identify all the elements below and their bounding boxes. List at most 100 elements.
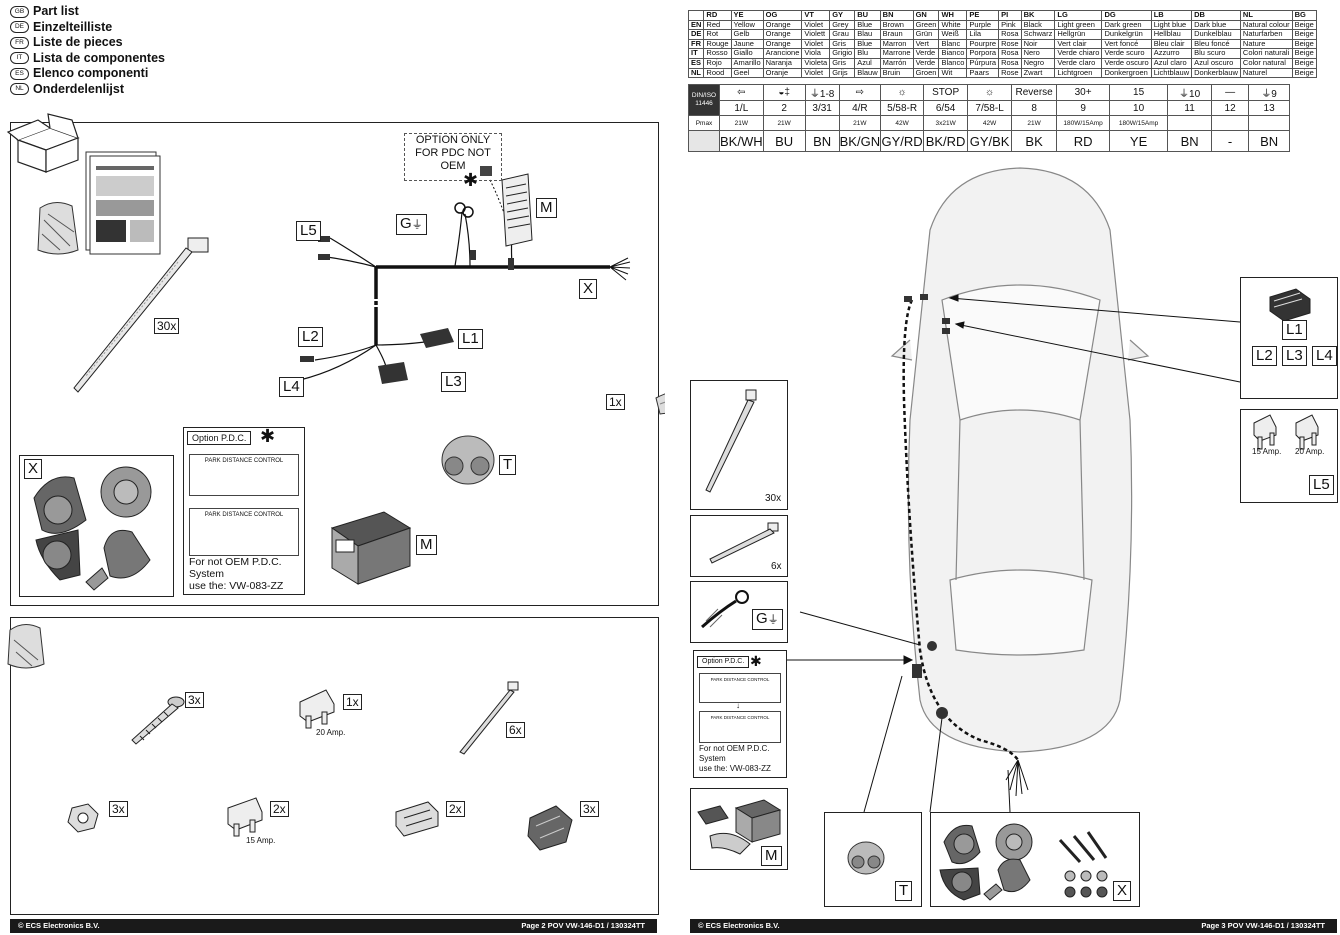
color-cell: Lichtblauw <box>1150 67 1193 79</box>
pin-color-code: BN <box>1248 130 1291 152</box>
pdc-note-line: use the: VW-083-ZZ <box>189 580 284 592</box>
socket-box <box>930 812 1140 907</box>
cover-drawing <box>847 841 885 875</box>
pin-color-code: BK/RD <box>923 130 969 152</box>
footer-left: © ECS Electronics B.V. Page 2 POV VW-146… <box>10 919 657 933</box>
label-l1: L1 <box>458 329 483 349</box>
pdc-asterisk: ✱ <box>260 426 276 446</box>
cable-tie-icon <box>73 237 209 393</box>
color-cell: Geel <box>730 67 764 79</box>
manual-icon <box>85 151 161 255</box>
label-l2: L2 <box>298 327 323 347</box>
color-lang-cell: NL <box>687 67 705 79</box>
qty-foil-holder: 1x <box>606 394 625 410</box>
pin-color-code: GY/RD <box>880 130 925 152</box>
label-l5: L5 <box>1309 475 1334 495</box>
option-note-text: OPTION ONLY FOR PDC NOT OEM <box>415 134 491 172</box>
color-cell: Bruin <box>879 67 914 79</box>
lamp-connector-l1 <box>420 328 454 348</box>
car-diagram <box>786 167 1241 813</box>
color-cell: Blauw <box>854 67 881 79</box>
ground-cable-box <box>690 581 788 643</box>
lang-badge: ES <box>10 67 29 80</box>
pin-color-code: BN <box>804 130 840 152</box>
fuse-box <box>1240 409 1338 503</box>
pdc-panel-caption: PARK DISTANCE CONTROL <box>710 677 770 682</box>
label-m: M <box>761 846 782 866</box>
fuse-drawing <box>1253 414 1319 450</box>
label-t: T <box>499 455 517 475</box>
pin-color-code: BK/WH <box>719 130 764 152</box>
wiring-route <box>902 299 1020 761</box>
footer-page-ref: Page 2 POV VW-146-D1 / 130324TT <box>521 921 645 930</box>
pdc-arrow: ↓ <box>736 701 740 710</box>
rear-lamp-connectors <box>904 294 950 334</box>
label-l5: L5 <box>296 221 321 241</box>
connector-block-m <box>480 166 533 247</box>
asterisk-mark: ✱ <box>463 170 479 190</box>
socket-cover-t <box>441 435 495 485</box>
pin-color-code: YE <box>1109 130 1169 152</box>
title-text: Liste de pieces <box>33 35 123 49</box>
label-l2: L2 <box>1252 346 1277 366</box>
hardware-frame <box>10 617 659 915</box>
footer-copyright: © ECS Electronics B.V. <box>698 921 780 930</box>
label-l3: L3 <box>441 372 466 392</box>
pin-color-code: GY/BK <box>967 130 1013 152</box>
pdc-note: For not OEM P.D.C. System use the: VW-08… <box>189 556 283 592</box>
option-note: OPTION ONLY FOR PDC NOT OEM ✱ <box>404 133 502 189</box>
pdc-note-line: System <box>699 754 726 763</box>
pdc-panel-caption: PARK DISTANCE CONTROL <box>204 512 284 518</box>
qty-screws: 3x <box>185 692 204 708</box>
small-ties-box <box>690 515 788 577</box>
hardware-bag-icon <box>7 624 45 669</box>
label-m-module: M <box>416 535 437 555</box>
color-cell: Oranje <box>762 67 803 79</box>
label-l3: L3 <box>1282 346 1307 366</box>
clip-icon <box>527 805 573 851</box>
footer-copyright: © ECS Electronics B.V. <box>18 921 100 930</box>
color-cell: Wit <box>938 67 968 79</box>
qty-small-ties: 6x <box>506 722 525 738</box>
bag-icon <box>37 202 79 255</box>
title-text: Onderdelenlijst <box>33 81 124 96</box>
title-text: Part list <box>33 4 79 18</box>
fuse-15-icon <box>227 797 263 837</box>
label-m: M <box>536 198 557 218</box>
fuse-20-caption: 20 Amp. <box>316 728 346 737</box>
pdc-panel-before: PARK DISTANCE CONTROL <box>699 673 781 703</box>
module-box <box>690 788 788 870</box>
title-text: Lista de componentes <box>33 50 165 65</box>
qty-ties: 30x <box>154 318 180 334</box>
pdc-note-line: For not OEM P.D.C. <box>699 744 770 753</box>
title-text: Einzelteilliste <box>33 19 113 34</box>
car-outline <box>890 167 1150 753</box>
module-mount <box>912 664 922 678</box>
fuse-20-icon <box>299 689 335 729</box>
pdc-note-line: System <box>189 568 225 580</box>
kit-contents-frame <box>10 122 659 606</box>
ground-cable-drawing <box>701 590 749 629</box>
pdc-panel-caption: PARK DISTANCE CONTROL <box>710 715 770 720</box>
pdc-option-box: Option P.D.C. ✱ PARK DISTANCE CONTROL PA… <box>183 426 305 595</box>
pdc-panel-after: PARK DISTANCE CONTROL <box>699 711 781 743</box>
box-icon <box>6 113 80 173</box>
qty-small-ties: 6x <box>771 561 782 572</box>
fuse-15-caption: 15 Amp. <box>246 836 276 845</box>
socket-drawing <box>939 823 1108 901</box>
color-cell: Beige <box>1291 67 1317 79</box>
lamp-connector-l3 <box>378 362 408 384</box>
title-text: Elenco componenti <box>33 66 149 80</box>
